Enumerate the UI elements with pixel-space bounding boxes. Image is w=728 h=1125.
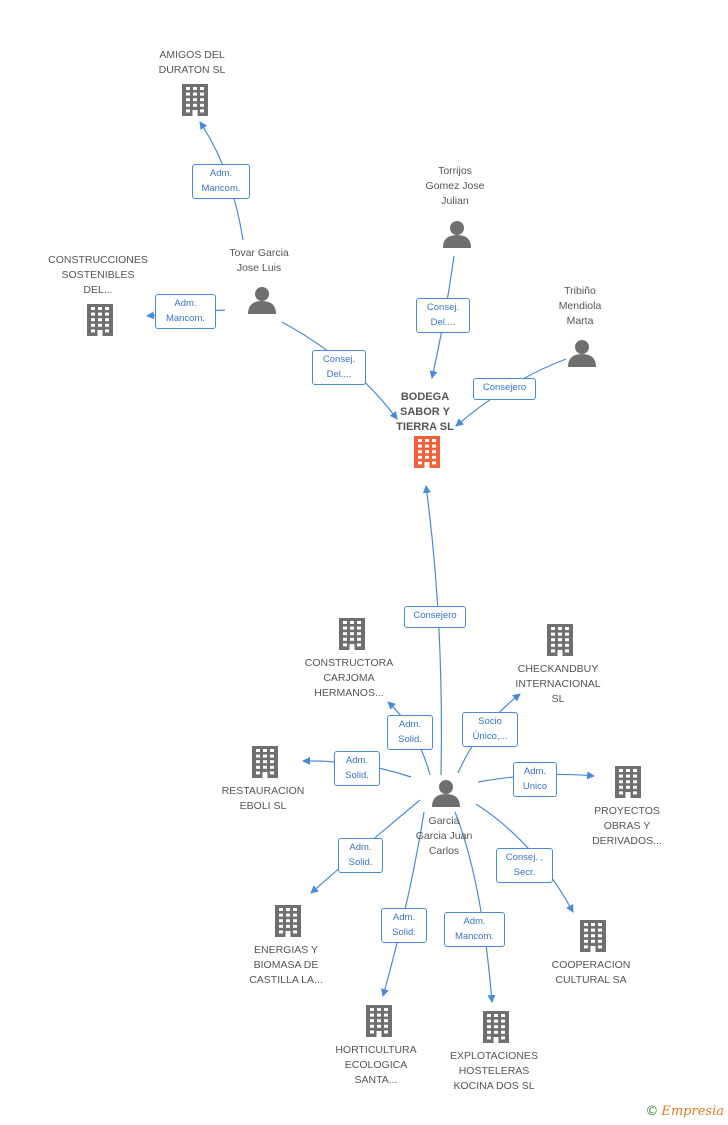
person-icon-tribino[interactable]: [568, 340, 596, 367]
building-icon-proyectos[interactable]: [615, 766, 641, 798]
copyright-symbol: ©: [645, 1104, 659, 1119]
role-badge-garcia-to-proyectos[interactable]: Adm. Unico: [513, 762, 557, 797]
node-label-energias[interactable]: ENERGIAS Y BIOMASA DE CASTILLA LA...: [249, 944, 323, 986]
role-badge-torrijos-to-bodega[interactable]: Consej. Del....: [416, 298, 470, 333]
person-icon-tovar[interactable]: [248, 287, 276, 314]
node-label-construcciones[interactable]: CONSTRUCCIONES SOSTENIBLES DEL...: [48, 254, 148, 296]
node-label-cooperacion[interactable]: COOPERACION CULTURAL SA: [551, 959, 631, 986]
node-label-amigos[interactable]: AMIGOS DEL DURATON SL: [158, 49, 226, 76]
node-label-horticultura[interactable]: HORTICULTURA ECOLOGICA SANTA...: [335, 1044, 417, 1086]
building-icon-bodega[interactable]: [414, 436, 440, 468]
building-icon-constructora[interactable]: [339, 618, 365, 650]
node-label-tovar[interactable]: Tovar Garcia Jose Luis: [229, 247, 289, 274]
role-badge-garcia-to-bodega[interactable]: Consejero: [404, 606, 466, 628]
building-icon-amigos[interactable]: [182, 84, 208, 116]
edge-garcia-to-horticultura: [381, 811, 425, 997]
role-badge-garcia-to-restauracion[interactable]: Adm. Solid.: [334, 751, 380, 786]
person-icon-torrijos[interactable]: [443, 221, 471, 248]
role-badge-tovar-to-construcciones[interactable]: Adm. Mancom.: [155, 294, 216, 329]
role-badge-garcia-to-checkandbuy[interactable]: Socio Único,...: [462, 712, 518, 747]
node-label-garcia[interactable]: Garcia Garcia Juan Carlos: [415, 815, 473, 857]
person-icon-garcia[interactable]: [432, 780, 460, 807]
building-icon-cooperacion[interactable]: [580, 920, 606, 952]
node-label-bodega[interactable]: BODEGA SABOR Y TIERRA SL: [396, 391, 454, 433]
building-icon-horticultura[interactable]: [366, 1005, 392, 1037]
building-icon-restauracion[interactable]: [252, 746, 278, 778]
copyright-notice: ©Empresia: [645, 1104, 724, 1119]
building-icon-checkandbuy[interactable]: [547, 624, 573, 656]
role-badge-tovar-to-bodega[interactable]: Consej. Del....: [312, 350, 366, 385]
role-badge-tribino-to-bodega[interactable]: Consejero: [473, 378, 536, 400]
node-label-proyectos[interactable]: PROYECTOS OBRAS Y DERIVADOS...: [592, 805, 662, 847]
node-label-restauracion[interactable]: RESTAURACION EBOLI SL: [221, 785, 305, 812]
node-label-checkandbuy[interactable]: CHECKANDBUY INTERNACIONAL SL: [515, 663, 601, 705]
brand-logo-text[interactable]: Empresia: [661, 1104, 724, 1119]
building-icon-explotaciones[interactable]: [483, 1011, 509, 1043]
role-badge-garcia-to-explotaciones[interactable]: Adm. Mancom.: [444, 912, 505, 947]
building-icon-construcciones[interactable]: [87, 304, 113, 336]
node-label-torrijos[interactable]: Torrijos Gomez Jose Julian: [425, 165, 485, 207]
building-icon-energias[interactable]: [275, 905, 301, 937]
edge-garcia-to-explotaciones: [454, 811, 496, 1003]
role-badge-garcia-to-constructora[interactable]: Adm. Solid.: [387, 715, 433, 750]
node-label-explotaciones[interactable]: EXPLOTACIONES HOSTELERAS KOCINA DOS SL: [450, 1050, 538, 1092]
node-label-constructora[interactable]: CONSTRUCTORA CARJOMA HERMANOS...: [304, 657, 394, 699]
role-badge-garcia-to-energias[interactable]: Adm. Solid.: [338, 838, 383, 873]
node-label-tribino[interactable]: Tribiño Mendiola Marta: [558, 285, 602, 327]
role-badge-garcia-to-cooperacion[interactable]: Consej. , Secr.: [496, 848, 553, 883]
role-badge-tovar-to-amigos[interactable]: Adm. Mancom.: [192, 164, 250, 199]
role-badge-garcia-to-horticultura[interactable]: Adm. Solid.: [381, 908, 427, 943]
